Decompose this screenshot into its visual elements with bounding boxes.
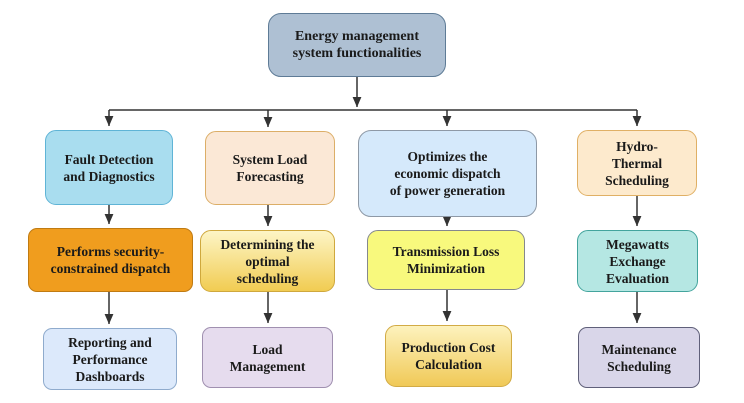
- node-economic-dispatch: Optimizes the economic dispatch of power…: [358, 130, 537, 217]
- node-reporting-dashboards: Reporting and Performance Dashboards: [43, 328, 177, 390]
- node-production-cost-calculation: Production Cost Calculation: [385, 325, 512, 387]
- node-hydro-thermal-scheduling: Hydro- Thermal Scheduling: [577, 130, 697, 196]
- node-load-management: Load Management: [202, 327, 333, 388]
- node-system-load-forecasting: System Load Forecasting: [205, 131, 335, 205]
- node-maintenance-scheduling: Maintenance Scheduling: [578, 327, 700, 388]
- node-security-constrained-dispatch: Performs security- constrained dispatch: [28, 228, 193, 292]
- node-fault-detection: Fault Detection and Diagnostics: [45, 130, 173, 205]
- node-optimal-scheduling: Determining the optimal scheduling: [200, 230, 335, 292]
- node-energy-management-root: Energy management system functionalities: [268, 13, 446, 77]
- node-megawatts-exchange-evaluation: Megawatts Exchange Evaluation: [577, 230, 698, 292]
- node-transmission-loss-minimization: Transmission Loss Minimization: [367, 230, 525, 290]
